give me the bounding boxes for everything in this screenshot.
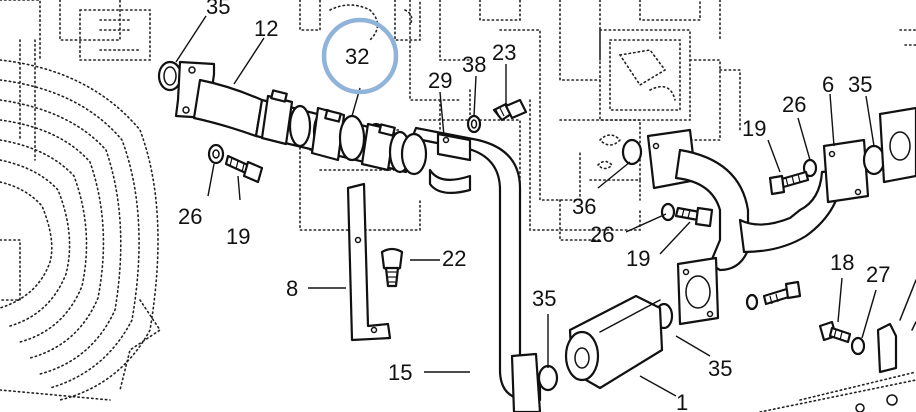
- bracket-lower-right: [759, 279, 916, 412]
- label-22: 22: [442, 246, 466, 271]
- part-38-washer: [466, 114, 482, 134]
- label-35-right: 35: [848, 72, 872, 97]
- label-26-left: 26: [178, 204, 202, 229]
- label-27: 27: [866, 262, 890, 287]
- part-12-hose: [174, 60, 267, 138]
- label-8: 8: [286, 276, 298, 301]
- label-19-left: 19: [226, 224, 250, 249]
- engine-block-outline: [299, 0, 916, 241]
- part-19-bolt-mid: [674, 206, 714, 228]
- part-26-washer-left: [207, 143, 225, 165]
- label-6: 6: [822, 72, 834, 97]
- leader-lines: [175, 15, 877, 397]
- highlight-circle: [321, 17, 399, 95]
- label-18: 18: [830, 250, 854, 275]
- part-6-flange-far-right: [878, 106, 916, 184]
- label-1: 1: [676, 390, 688, 412]
- part-8-support-bracket: [346, 182, 392, 342]
- lower-flange: [676, 256, 720, 326]
- part-labels: 35 12 32 29 38 23 26 6 35 19 36 26 19 26…: [178, 0, 890, 412]
- part-18-bolt: [818, 320, 852, 344]
- label-15: 15: [388, 360, 412, 385]
- label-26-mid: 26: [590, 222, 614, 247]
- part-22-bolt: [380, 247, 404, 288]
- radiator-fan-outline: [0, 0, 162, 401]
- label-35-low: 35: [532, 286, 556, 311]
- label-32-highlighted: 32: [345, 44, 369, 69]
- part-6-elbow-pipe: [646, 128, 870, 272]
- label-35-top: 35: [206, 0, 230, 19]
- part-19-bolt-right: [768, 170, 810, 196]
- part-32-coupling: [254, 89, 414, 174]
- part-36-gasket: [621, 138, 643, 166]
- part-1-muffler: [564, 294, 664, 390]
- part-15-pipe: [400, 126, 542, 402]
- part-27-washer: [850, 336, 866, 356]
- label-12: 12: [254, 16, 278, 41]
- label-19-mid: 19: [626, 246, 650, 271]
- part-19-bolt-left: [224, 154, 264, 184]
- label-35-bottom: 35: [708, 356, 732, 381]
- part-35-gasket-low: [537, 364, 559, 392]
- label-26-right: 26: [782, 92, 806, 117]
- part-35-gasket-right: [862, 144, 886, 176]
- part-23-bolt: [492, 98, 528, 122]
- label-23: 23: [492, 40, 516, 65]
- label-38: 38: [462, 52, 486, 77]
- label-19-right: 19: [742, 116, 766, 141]
- label-36: 36: [572, 194, 596, 219]
- pipe-end-flange: [510, 352, 542, 412]
- bolt-small-mid: [745, 280, 802, 311]
- label-29: 29: [428, 68, 452, 93]
- part-26-washer-mid: [660, 202, 676, 222]
- part-29-bracket: [436, 132, 472, 162]
